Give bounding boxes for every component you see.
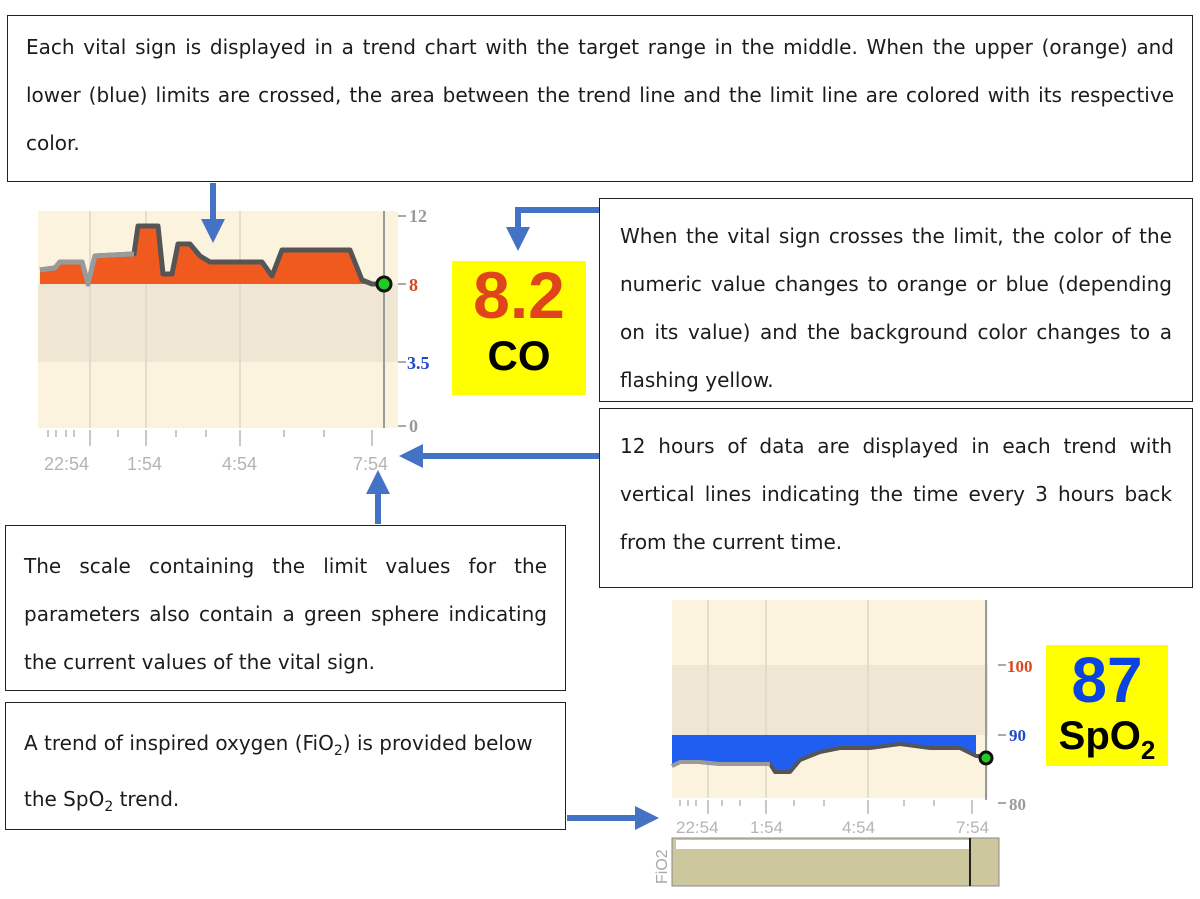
callout-limit-color-text: When the vital sign crosses the limit, t… [620,224,1172,392]
co-time-ticks [47,430,373,446]
callout-fio2-text-2: ) is provided below the SpO [24,731,533,811]
co-scale-min: 0 [409,416,418,436]
co-time-label: 22:54 [44,454,89,474]
callout-fio2: A trend of inspired oxygen (FiO2) is pro… [5,702,566,830]
spo2-value-box: 87 SpO2 [1046,645,1168,766]
spo2-time-label: 1:54 [750,818,783,837]
callout-fio2-sub-2: 2 [104,799,114,815]
co-scale-lower-limit: 3.5 [407,353,430,373]
arrow-limit-to-value [506,207,599,251]
co-scale-max: 12 [409,206,427,226]
co-value-box: 8.2 CO [452,258,586,395]
spo2-scale-min: 80 [1009,795,1026,814]
callout-scale: The scale containing the limit values fo… [5,525,566,691]
fio2-border [671,837,1000,887]
spo2-scale-lower-limit: 90 [1009,726,1026,745]
spo2-value: 87 [1071,644,1143,716]
fio2-upper-gap [676,840,970,849]
co-upper-limit-fill [40,226,372,284]
spo2-label: SpO2 [1058,714,1156,765]
spo2-time-label: 7:54 [956,818,989,837]
callout-trend-overview-text: Each vital sign is displayed in a trend … [26,35,1174,155]
spo2-target-band [672,665,988,735]
co-current-value-marker [375,275,393,293]
co-label: CO [487,332,551,379]
callout-fio2-sub-1: 2 [333,743,343,759]
callout-limit-color: When the vital sign crosses the limit, t… [599,198,1193,402]
co-time-label: 7:54 [353,454,388,474]
co-trend-chart: 12 8 3.5 0 22:54 1:54 4:54 7:54 [38,206,430,474]
spo2-label-sub: 2 [1140,735,1156,765]
callout-time-window: 12 hours of data are displayed in each t… [599,408,1193,588]
callout-trend-overview: Each vital sign is displayed in a trend … [7,15,1193,182]
spo2-label-text: SpO [1058,714,1141,758]
fio2-trend-chart: FiO2 [654,837,1000,887]
co-time-label: 4:54 [222,454,257,474]
spo2-time-label: 4:54 [842,818,875,837]
spo2-current-value-marker [978,750,994,766]
spo2-scale-upper-limit: 100 [1007,657,1033,676]
callout-fio2-text-3: trend. [113,787,180,811]
co-scale-upper-limit: 8 [409,275,418,295]
co-trend-line-old [39,251,135,287]
spo2-trend-chart: 100 90 80 22:54 1:54 4:54 7:54 [671,600,1033,837]
spo2-time-label: 22:54 [676,818,719,837]
spo2-time-ticks [679,800,973,814]
callout-scale-text: The scale containing the limit values fo… [24,554,547,674]
co-time-label: 1:54 [127,454,162,474]
callout-time-window-text: 12 hours of data are displayed in each t… [620,434,1172,554]
co-value: 8.2 [473,258,565,332]
spo2-trend-line-old [671,760,770,768]
co-target-band [38,284,398,362]
callout-fio2-text-1: A trend of inspired oxygen (FiO [24,731,334,755]
fio2-axis-label: FiO2 [654,849,671,884]
